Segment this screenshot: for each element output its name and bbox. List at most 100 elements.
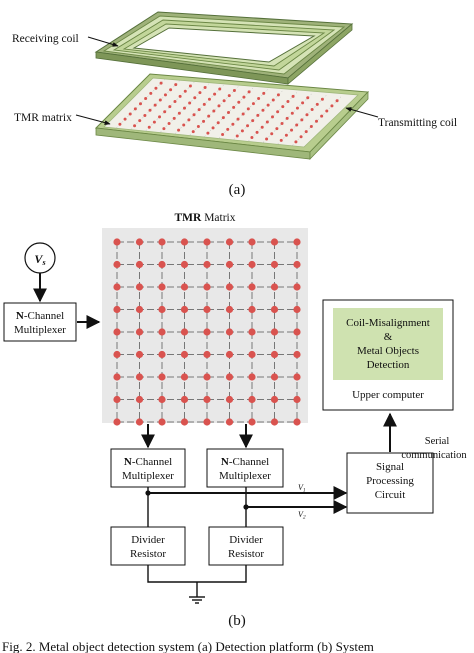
divider-resistor-2-line2: Resistor — [228, 548, 264, 560]
plate-sensor-dot — [158, 115, 162, 119]
plate-sensor-dot — [154, 86, 158, 90]
tmr-sensor-dot — [293, 418, 301, 426]
left-multiplexer-box — [3, 302, 77, 342]
tmr-sensor-dot — [270, 305, 279, 314]
plate-sensor-dot — [276, 93, 280, 97]
tmr-sensor-dot — [248, 373, 256, 381]
plate-sensor-dot — [280, 122, 284, 126]
tmr-sensor-dot — [225, 418, 234, 426]
plate-sensor-dot — [178, 94, 182, 98]
plate-sensor-dot — [266, 103, 270, 107]
divider-resistor-1-line2: Resistor — [130, 548, 166, 560]
tmr-sensor-dot — [135, 418, 144, 426]
plate-sensor-dot — [265, 120, 269, 124]
receiving-coil-label: Receiving coil — [12, 33, 79, 45]
plate-sensor-dot — [177, 111, 181, 115]
plate-sensor-dot — [152, 120, 156, 124]
plate-sensor-dot — [198, 91, 202, 95]
tmr-sensor-dot — [180, 238, 189, 246]
transmitting-coil-label: Transmitting coil — [378, 117, 457, 129]
tmr-sensor-dot — [248, 305, 256, 314]
divider-resistor-1-box — [110, 526, 186, 566]
plate-sensor-dot — [320, 97, 324, 101]
tmr-sensor-dot — [203, 260, 211, 269]
plate-sensor-dot — [315, 119, 318, 123]
bottom-multiplexer-2-box — [206, 448, 284, 488]
tmr-sensor-dot — [180, 283, 189, 291]
plate-sensor-dot — [295, 106, 299, 110]
plate-sensor-dot — [251, 119, 255, 123]
tmr-sensor-dot — [113, 238, 121, 246]
bottom-multiplexer-2-line2: Multiplexer — [219, 470, 271, 482]
v1-label: V1 — [298, 483, 306, 494]
tmr-sensor-dot — [270, 283, 279, 291]
tmr-matrix-label: TMR matrix — [14, 112, 72, 124]
tmr-sensor-dot — [248, 350, 256, 359]
plate-sensor-dot — [172, 116, 176, 120]
plate-sensor-dot — [276, 110, 280, 114]
left-multiplexer-line1: N-Channel — [16, 310, 64, 322]
plate-sensor-dot — [301, 101, 305, 105]
plate-sensor-dot — [231, 122, 235, 126]
plate-sensor-dot — [207, 114, 211, 118]
tmr-matrix-title: TMR Matrix — [174, 212, 235, 224]
plate-sensor-dot — [309, 124, 313, 128]
v1-symbol: V — [298, 483, 304, 492]
plate-sensor-dot — [265, 137, 269, 141]
mux2-bold: N — [221, 456, 229, 468]
v2-subscript: 2 — [303, 515, 306, 521]
plate-sensor-dot — [212, 109, 216, 113]
tmr-sensor-dot — [293, 238, 301, 246]
plate-sensor-dot — [279, 138, 283, 142]
tmr-sensor-dot — [180, 418, 189, 426]
plate-sensor-dot — [183, 106, 186, 110]
plate-sensor-dot — [216, 121, 220, 125]
plate-sensor-dot — [241, 112, 245, 116]
tmr-sensor-dot — [113, 395, 121, 404]
tmr-sensor-dot — [293, 373, 301, 381]
plate-sensor-dot — [191, 130, 195, 134]
divider-resistor-1-line1: Divider — [131, 534, 165, 546]
plate-sensor-dot — [255, 130, 259, 134]
tmr-sensor-dot — [248, 418, 256, 426]
plate-sensor-dot — [285, 116, 289, 120]
mux1-bold: N — [124, 456, 132, 468]
tmr-matrix-pointer — [75, 114, 111, 125]
plate-sensor-dot — [286, 99, 290, 103]
tmr-sensor-dot — [180, 260, 189, 269]
plate-sensor-dot — [149, 91, 153, 95]
plate-sensor-dot — [182, 123, 186, 127]
plate-sensor-dot — [159, 81, 163, 85]
vs-symbol: V — [34, 252, 43, 266]
tmr-matrix-title-rest: Matrix — [201, 212, 235, 224]
v2-symbol: V — [298, 510, 304, 519]
plate-sensor-dot — [271, 115, 274, 119]
bottom-multiplexer-1-box — [110, 448, 186, 488]
plate-sensor-dot — [144, 97, 148, 101]
tmr-sensor-dot — [113, 283, 121, 291]
tmr-sensor-dot — [270, 395, 279, 404]
plate-sensor-dot — [177, 128, 181, 132]
plate-sensor-dot — [217, 104, 221, 108]
tmr-sensor-dot — [225, 350, 234, 359]
tmr-sensor-dot — [270, 350, 279, 359]
plate-sensor-dot — [202, 102, 206, 106]
plate-sensor-dot — [330, 104, 334, 108]
plate-sensor-dot — [284, 133, 288, 137]
plate-sensor-dot — [240, 129, 244, 133]
tmr-sensor-dot — [180, 350, 189, 359]
plate-sensor-dot — [305, 113, 309, 117]
plate-sensor-dot — [163, 110, 167, 114]
plate-sensor-dot — [271, 98, 275, 102]
tmr-sensor-dot — [158, 305, 166, 314]
plate-sensor-dot — [128, 112, 132, 116]
plate-sensor-dot — [294, 140, 298, 144]
transmitting-coil-plate — [94, 73, 370, 160]
plate-sensor-dot — [315, 102, 319, 106]
divider-resistor-2-box — [208, 526, 284, 566]
tmr-sensor-dot — [203, 238, 211, 246]
tmr-sensor-dot — [158, 238, 166, 246]
plate-sensor-dot — [207, 97, 211, 101]
plate-sensor-dot — [227, 111, 230, 114]
